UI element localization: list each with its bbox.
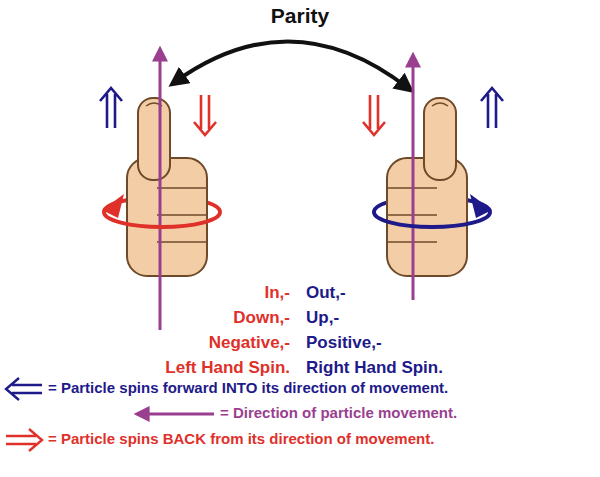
diagram-title: Parity bbox=[269, 4, 331, 27]
spin-label: Negative,- bbox=[207, 334, 292, 353]
spin-ring bbox=[374, 212, 490, 227]
legend-text: = Direction of particle movement. bbox=[218, 405, 459, 422]
spin-label: Out,- bbox=[304, 284, 348, 303]
spin-label: Down,- bbox=[231, 309, 292, 328]
spin-arrowhead bbox=[102, 194, 124, 218]
spin-ring bbox=[104, 212, 220, 227]
spin-label: Positive,- bbox=[304, 334, 384, 353]
hand-figure bbox=[374, 98, 490, 276]
legend-movement-arrow bbox=[140, 413, 214, 416]
legend-text: = Particle spins forward INTO its direct… bbox=[46, 380, 450, 397]
spin-label: Right Hand Spin. bbox=[304, 359, 445, 378]
legend-text: = Particle spins BACK from its direction… bbox=[46, 431, 436, 448]
back-spin-arrow bbox=[363, 95, 385, 135]
hand-figure bbox=[104, 98, 220, 276]
movement-arrow bbox=[412, 58, 415, 300]
movement-arrow bbox=[159, 52, 162, 330]
spin-label: Up,- bbox=[304, 309, 341, 328]
forward-spin-arrow bbox=[481, 88, 503, 128]
spin-label: Left Hand Spin. bbox=[163, 359, 292, 378]
parity-arrow bbox=[175, 41, 408, 88]
back-spin-arrow bbox=[194, 95, 216, 135]
spin-label: In,- bbox=[263, 284, 293, 303]
spin-arrowhead bbox=[470, 194, 492, 218]
legend-forward-arrow bbox=[6, 378, 42, 400]
legend-back-arrow bbox=[6, 429, 42, 451]
forward-spin-arrow bbox=[100, 88, 122, 128]
